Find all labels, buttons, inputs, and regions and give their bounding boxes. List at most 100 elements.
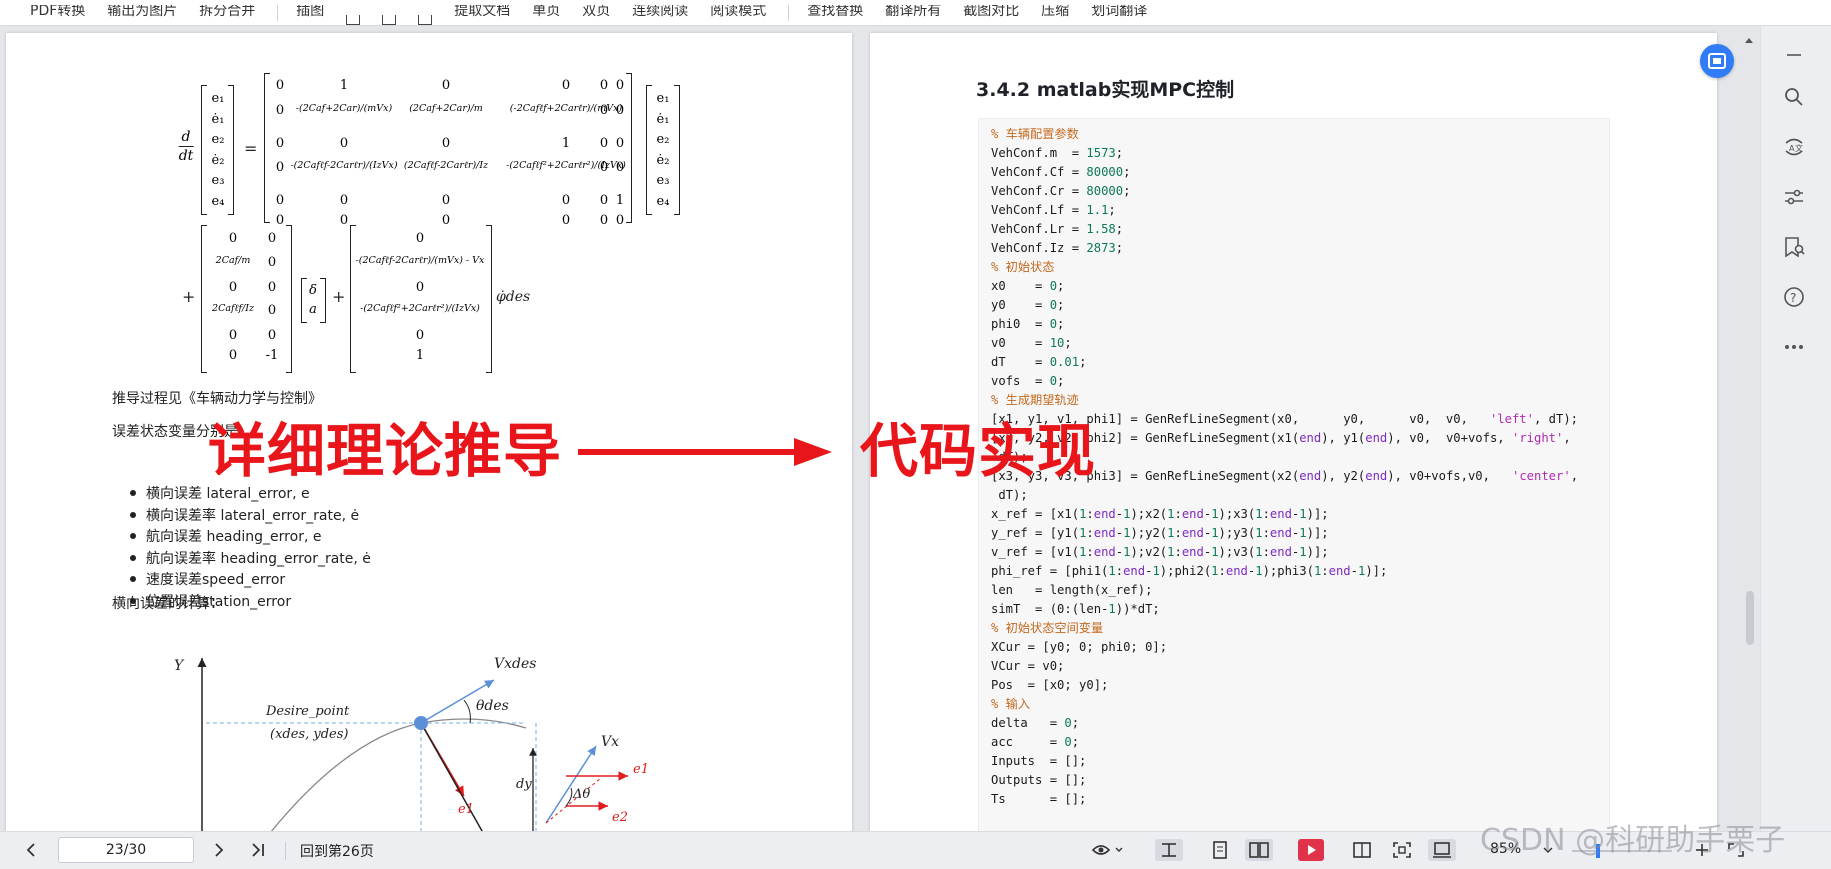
vxdes-label: Vxdes bbox=[494, 656, 536, 672]
toolbar-item-export-image[interactable]: 输出为图片 bbox=[107, 5, 178, 19]
matrix-a-cell: 0 bbox=[275, 213, 285, 228]
matrix-a-cell: (2Caf+2Car)/m bbox=[409, 103, 483, 114]
toolbar-item-compress[interactable]: 压缩 bbox=[1041, 5, 1070, 19]
back-to-page-link[interactable]: 回到第26页 bbox=[300, 844, 374, 860]
toolbar-item-single-page[interactable]: 单页 bbox=[532, 5, 561, 19]
vector-c-entry: -(2Cafℓf-2Carℓr)/(mVx) - Vx bbox=[355, 255, 485, 266]
vector-bracket-right bbox=[228, 85, 234, 215]
matrix-a-cell: 1 bbox=[615, 193, 625, 208]
last-page-icon[interactable] bbox=[246, 839, 270, 861]
e1-side-label: e1 bbox=[633, 762, 649, 777]
matrix-b-bracket-left bbox=[201, 225, 207, 373]
matrix-a-cell: 0 bbox=[275, 136, 285, 151]
vector-c-entry: 0 bbox=[415, 231, 425, 246]
help-icon[interactable]: ? bbox=[1781, 284, 1807, 310]
vertical-scrollbar[interactable] bbox=[1742, 26, 1756, 831]
heading-line bbox=[420, 722, 485, 833]
zoom-slider-handle[interactable] bbox=[1596, 844, 1600, 858]
toolbar-item-extract[interactable]: 提取文档 bbox=[454, 5, 511, 19]
matrix-a-cell: 0 bbox=[615, 213, 625, 228]
matrix-a-cell: 0 bbox=[339, 136, 349, 151]
code-line: Ts = []; bbox=[991, 792, 1087, 806]
toolbar-item-double-page[interactable]: 双页 bbox=[582, 5, 611, 19]
matrix-b-cell: 2Caf/m bbox=[215, 255, 251, 266]
screenshot-fab[interactable] bbox=[1700, 44, 1734, 78]
fit-width-icon[interactable] bbox=[382, 15, 397, 25]
code-comment-line: % 车辆配置参数 bbox=[991, 127, 1079, 141]
toolbar-item-word-translate[interactable]: 划词翻译 bbox=[1091, 5, 1148, 19]
desire-coords-label: (xdes, ydes) bbox=[270, 727, 348, 742]
code-line: acc = 0; bbox=[991, 735, 1080, 749]
code-line: VehConf.Lr = 1.58; bbox=[991, 222, 1124, 236]
zoom-in-icon[interactable] bbox=[1690, 839, 1714, 861]
code-line: [x2, y2, v2, phi2] = GenRefLineSegment(x… bbox=[991, 431, 1571, 445]
fit-page-icon[interactable] bbox=[346, 15, 361, 25]
equals-sign: = bbox=[244, 139, 258, 158]
vector-c-entry: 1 bbox=[415, 348, 425, 363]
code-line: VCur = v0; bbox=[991, 659, 1065, 673]
zoom-level[interactable]: 85% bbox=[1490, 841, 1522, 857]
more-icon[interactable] bbox=[1781, 334, 1807, 360]
stamp-icon bbox=[1433, 842, 1451, 858]
state-vector-entry: e₂ bbox=[211, 132, 225, 147]
matrix-a-cell: 0 bbox=[615, 78, 625, 93]
next-page-icon[interactable] bbox=[206, 839, 230, 861]
toolbar-item-translate-all[interactable]: 翻译所有 bbox=[885, 5, 942, 19]
code-line: [x1, y1, v1, phi1] = GenRefLineSegment(x… bbox=[991, 412, 1579, 426]
dy-label: dy bbox=[516, 777, 532, 792]
vector-bracket-right bbox=[674, 85, 680, 215]
delta-theta-arc bbox=[565, 787, 573, 807]
fit-window-icon[interactable] bbox=[1724, 839, 1748, 861]
code-comment-line: % 初始状态空间变量 bbox=[991, 621, 1104, 635]
double-page-view-button[interactable] bbox=[1245, 839, 1273, 861]
zoom-slider-track[interactable] bbox=[1572, 850, 1672, 852]
code-line: dT); bbox=[991, 450, 1028, 464]
columns-view-icon[interactable] bbox=[1350, 839, 1374, 861]
vx-vector bbox=[545, 745, 597, 824]
toolbar-item-find-replace[interactable]: 查找替换 bbox=[807, 5, 864, 19]
play-icon bbox=[1308, 845, 1316, 855]
toolbar-item-split-merge[interactable]: 拆分合并 bbox=[199, 5, 256, 19]
bookmark-search-icon[interactable] bbox=[1781, 234, 1807, 260]
vector-c-entry: -(2Cafℓf²+2Carℓr²)/(IzVx) bbox=[360, 303, 480, 314]
toolbar-item-read-mode[interactable]: 阅读模式 bbox=[710, 5, 767, 19]
e2-label: e2 bbox=[612, 810, 628, 825]
list-item: 位置误差station_error bbox=[128, 591, 371, 613]
code-line: vofs = 0; bbox=[991, 374, 1065, 388]
toolbar-item-continuous[interactable]: 连续阅读 bbox=[632, 5, 689, 19]
play-slideshow-button[interactable] bbox=[1298, 839, 1324, 861]
fullscreen-icon[interactable] bbox=[1390, 839, 1414, 861]
view-mode-fit-button[interactable] bbox=[1155, 839, 1183, 861]
collapse-icon[interactable] bbox=[1781, 42, 1807, 68]
matrix-b-cell: 0 bbox=[228, 280, 238, 295]
stamp-tool-button[interactable] bbox=[1428, 839, 1456, 861]
list-item: 横向误差率 lateral_error_rate, ė bbox=[128, 505, 371, 527]
list-item: 航向误差 heading_error, e bbox=[128, 526, 371, 548]
matrix-a-cell: 0 bbox=[615, 136, 625, 151]
code-comment-line: % 生成期望轨迹 bbox=[991, 393, 1079, 407]
code-line: v_ref = [v1(1:end-1);v2(1:end-1);v3(1:en… bbox=[991, 545, 1329, 559]
matrix-a-bracket-left bbox=[264, 73, 270, 223]
settings-sliders-icon[interactable] bbox=[1781, 184, 1807, 210]
matrix-a-cell: 0 bbox=[599, 213, 609, 228]
matrix-a-cell: 0 bbox=[275, 160, 285, 175]
overlay-arrow bbox=[578, 438, 832, 466]
matrix-a-cell: (-2Cafℓf+2Carℓr)/(mVx) bbox=[509, 103, 623, 114]
single-page-view-icon[interactable] bbox=[1208, 839, 1232, 861]
scroll-up-icon[interactable] bbox=[1742, 34, 1756, 46]
prev-page-icon[interactable] bbox=[20, 839, 44, 861]
page-number-input[interactable]: 23/30 bbox=[58, 837, 194, 863]
zoom-dropdown-icon[interactable] bbox=[1536, 839, 1560, 861]
toolbar-item-pdf-convert[interactable]: PDF转换 bbox=[30, 5, 86, 19]
toolbar-item-screenshot-compare[interactable]: 截图对比 bbox=[963, 5, 1020, 19]
eye-protection-icon[interactable] bbox=[1090, 839, 1126, 861]
toolbar-item-insert[interactable]: 插图 bbox=[296, 5, 325, 19]
search-icon[interactable] bbox=[1781, 84, 1807, 110]
status-divider bbox=[285, 842, 286, 860]
matrix-a-cell: 0 bbox=[561, 78, 571, 93]
scroll-thumb[interactable] bbox=[1746, 591, 1754, 645]
rotate-icon[interactable] bbox=[418, 15, 433, 25]
